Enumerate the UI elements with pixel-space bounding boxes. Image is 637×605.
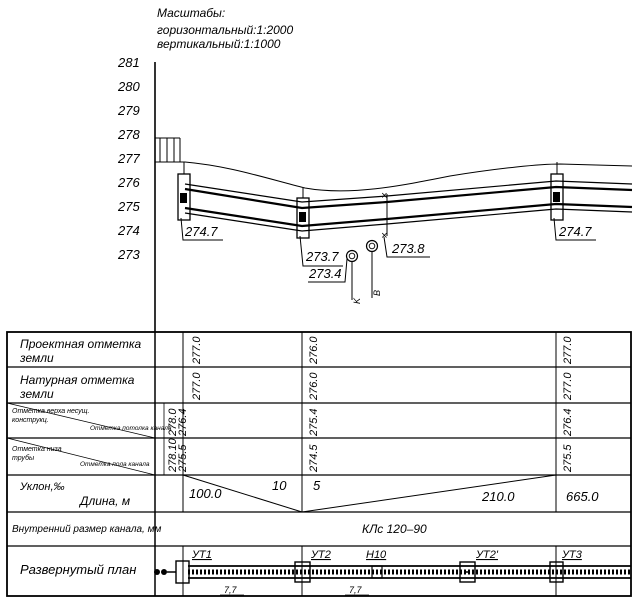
tick-277: 277 [117,151,140,166]
tick-273: 273 [117,247,140,262]
c1-natural-ground: 277.0 [191,372,203,401]
row-length: Длина, м [78,494,130,508]
seg3-length: 665.0 [566,489,599,504]
scale-title: Масштабы: [157,6,225,20]
c1-top-struct: 276.4 [177,408,189,437]
seg1-slope: 10 [272,478,287,493]
row-design-ground-2: земли [19,351,54,365]
c2-natural-ground: 276.0 [308,372,320,401]
plan-chamber-ut2b [459,561,476,583]
row-labels: Проектная отметка земли Натурная отметка… [12,337,172,577]
row-top-struct-1: Отметка верха несущ. [12,408,90,415]
row-natural-ground-2: земли [19,387,54,401]
c1-design-ground: 277.0 [191,336,203,365]
label-n10: Н10 [366,549,387,561]
mark-273-8: 273.8 [391,241,425,256]
c1-pipe-bottom: 275.5 [177,444,189,473]
plan-chamber-ut3 [549,561,564,583]
plan-chamber-ut2 [294,561,311,583]
label-ut1: УТ1 [191,549,212,561]
start-structure [155,137,181,162]
row-ceiling-sub: Отметка потолка канала [90,425,172,432]
chamber-3 [550,162,564,221]
row-pipe-bottom-2: трубы [12,454,35,462]
c2-top-struct: 275.4 [308,408,320,437]
row-channel-size: Внутренний размер канала, мм [12,524,161,535]
row-pipe-bottom-1: Отметка низа [12,446,62,453]
tick-276: 276 [117,175,140,190]
tick-281: 281 [117,55,140,70]
row-plan: Развернутый план [20,562,136,577]
dim-mark-1: 7,7 [224,585,238,595]
elevation-ticks: 281 280 279 278 277 276 275 274 273 [117,55,140,262]
c3-top-struct: 276.4 [562,408,574,437]
elevation-marks: 274.7 273.7 273.4 273.8 274.7 [180,217,596,283]
dim-mark-2: 7,7 [349,585,363,595]
c3-design-ground: 277.0 [562,336,574,365]
mark-274-7-right: 274.7 [558,224,592,239]
elevation-values: 277.0 277.0 276.4 278.0 275.5 278.10 276… [167,336,574,473]
c1-floor-left: 278.10 [167,437,179,473]
row-natural-ground-1: Натурная отметка [20,373,135,387]
crossing-marker: × × [381,190,388,242]
tick-279: 279 [117,103,140,118]
c2-design-ground: 276.0 [308,336,320,365]
tick-280: 280 [117,79,140,94]
scale-vertical: вертикальный:1:1000 [157,37,281,51]
row-top-struct-2: конструкц. [12,417,49,424]
row-design-ground-1: Проектная отметка [20,337,141,351]
developed-plan: УТ1 УТ2 Н10 УТ2' УТ3 7,7 7,7 [154,549,631,596]
mark-273-7: 273.7 [305,249,339,264]
row-floor-sub: Отметка пола канала [80,461,150,468]
chamber-1 [177,162,191,221]
channel-size: КЛс 120–90 [362,522,427,536]
label-ut3: УТ3 [561,549,583,561]
scale-horizontal: горизонтальный:1:2000 [157,23,293,37]
chamber-2 [296,188,310,239]
label-ut2: УТ2 [310,549,331,561]
ground-line [155,161,633,192]
pipe-v-label: B [372,290,382,296]
pipe-k-label: K [352,297,362,304]
pipe-k: K [345,249,362,304]
seg1-length: 100.0 [189,486,222,501]
seg2-length: 210.0 [481,489,515,504]
tick-278: 278 [117,127,140,142]
data-table [6,331,632,597]
tick-275: 275 [117,199,140,214]
c3-natural-ground: 277.0 [562,372,574,401]
c3-pipe-bottom: 275.5 [562,444,574,473]
tick-274: 274 [117,223,140,238]
plan-chamber-n10 [371,565,383,579]
mark-274-7-left: 274.7 [184,224,218,239]
c2-pipe-bottom: 274.5 [308,444,320,473]
label-ut2b: УТ2' [475,549,499,561]
plan-chamber-ut1 [175,560,190,584]
pipe-v: B [365,239,382,298]
svg-text:×: × [381,230,387,242]
svg-text:×: × [381,190,387,202]
mark-273-4: 273.4 [308,266,342,281]
seg2-slope: 5 [313,478,321,493]
row-slope: Уклон,‰ [19,481,65,493]
slope-values: 100.0 10 5 210.0 665.0 [189,478,599,504]
c1-ceiling-left: 278.0 [167,408,179,437]
